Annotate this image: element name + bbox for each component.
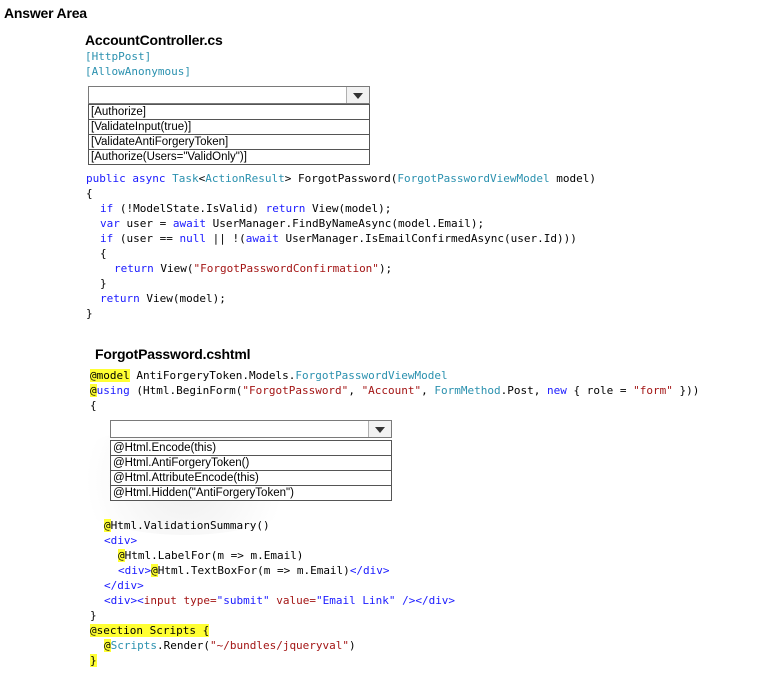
div-close-tag: </div> [104,579,144,592]
scripts-render-line: @Scripts.Render("~/bundles/jqueryval") [104,639,356,652]
helper-option[interactable]: @Html.AttributeEncode(this) [111,471,391,486]
code-brace: { [100,247,107,260]
code-line: if (user == null || !(await UserManager.… [100,232,577,245]
code-brace: { [86,187,93,200]
attribute-option[interactable]: [Authorize] [89,105,369,120]
method-signature: public async Task<ActionResult> ForgotPa… [86,172,597,185]
using-directive: @using (Html.BeginForm("ForgotPassword",… [90,384,700,397]
label-line: @Html.LabelFor(m => m.Email) [118,549,304,562]
code-brace: } [100,277,107,290]
controller-filename: AccountController.cs [85,32,223,48]
view-filename: ForgotPassword.cshtml [95,346,251,362]
helper-option[interactable]: @Html.AntiForgeryToken() [111,456,391,471]
div-open-tag: <div> [104,534,138,547]
code-brace: } [90,609,97,622]
chevron-down-icon[interactable] [368,421,391,437]
code-brace: } [86,307,93,320]
allow-anonymous-attr: [AllowAnonymous] [85,65,191,78]
code-line: return View("ForgotPasswordConfirmation"… [114,262,393,275]
submit-input-line: <div><input type="submit" value="Email L… [104,594,456,607]
section-scripts-line: @section Scripts { [90,624,210,637]
http-post-attr: [HttpPost] [85,50,152,63]
attribute-option[interactable]: [ValidateAntiForgeryToken] [89,135,369,150]
code-line: if (!ModelState.IsValid) return View(mod… [100,202,392,215]
helper-options-list: @Html.Encode(this) @Html.AntiForgeryToke… [110,440,392,501]
answer-area-title: Answer Area [4,5,87,21]
helper-dropdown[interactable] [110,420,392,438]
section-close-brace: } [90,654,97,667]
attribute-dropdown[interactable] [88,86,370,104]
helper-option[interactable]: @Html.Encode(this) [111,441,391,456]
chevron-down-icon[interactable] [346,87,369,103]
attribute-option[interactable]: [Authorize(Users="ValidOnly")] [91,151,247,163]
helper-option[interactable]: @Html.Hidden("AntiForgeryToken") [113,487,294,499]
textbox-line: <div>@Html.TextBoxFor(m => m.Email)</div… [118,564,390,577]
code-brace: { [90,399,97,412]
validation-summary-line: @Html.ValidationSummary() [104,519,270,532]
code-line: var user = await UserManager.FindByNameA… [100,217,485,230]
attribute-options-list: [Authorize] [ValidateInput(true)] [Valid… [88,104,370,165]
code-line: return View(model); [100,292,226,305]
attribute-option[interactable]: [ValidateInput(true)] [89,120,369,135]
model-directive: @model AntiForgeryToken.Models.ForgotPas… [90,369,448,382]
